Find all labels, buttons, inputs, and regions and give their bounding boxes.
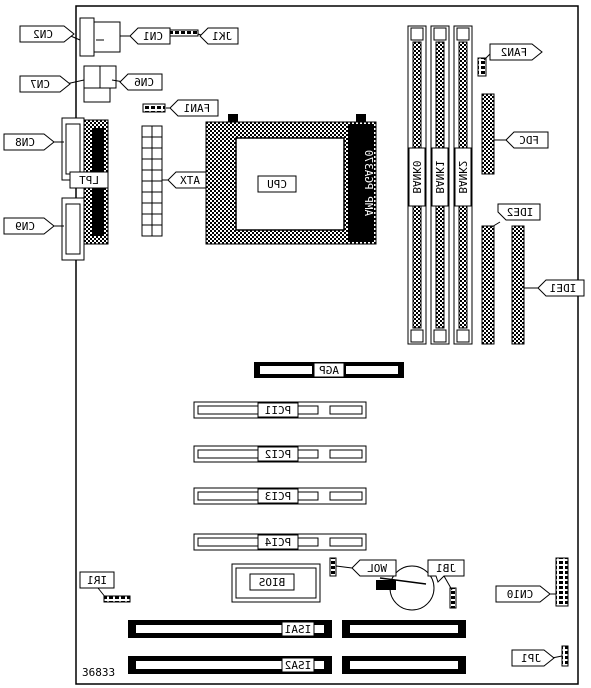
fdc-connector: [481, 93, 495, 175]
cn10-label: CN10: [507, 588, 534, 601]
bios-label-box: BIOS: [249, 573, 295, 591]
jk1-label-box: JK1: [199, 27, 239, 45]
wol-label-box: WOL: [351, 559, 397, 577]
agp-label-box: AGP: [313, 362, 345, 378]
isa1-label-box: ISA1: [281, 621, 315, 637]
atx-label-box: ATX: [167, 171, 207, 189]
fan2-header: [477, 57, 487, 77]
isa-slot-2: [128, 656, 466, 674]
pci4-label-box: PCI4: [257, 534, 299, 550]
ir1-leader: [97, 587, 107, 599]
isa-slot-1: [128, 620, 466, 638]
bank0-label-box: BANK0: [408, 147, 426, 207]
bank1-label-box: BANK1: [431, 147, 449, 207]
cn10-label-box: CN10: [495, 585, 551, 603]
cn6-label: CN6: [134, 76, 154, 89]
lpt-label: LPT: [79, 174, 99, 187]
isa1-label: ISA1: [285, 623, 312, 636]
bank2-label: BANK2: [456, 160, 469, 193]
bank1-label: BANK1: [433, 160, 446, 193]
cn8-label-box: CN8: [3, 133, 55, 151]
ir1-label-box: IR1: [79, 571, 115, 589]
pci4-label: PCI4: [264, 536, 291, 549]
isa2-label-box: ISA2: [281, 657, 315, 673]
bios-label: BIOS: [259, 576, 286, 589]
ide1-connector: [511, 225, 525, 345]
wol-leader: [335, 565, 353, 569]
cn2-label-box: CN2: [19, 25, 75, 43]
jb1-jumper: [449, 587, 457, 609]
wol-header: [329, 557, 337, 577]
fdc-label-box: FDC: [505, 131, 549, 149]
lpt-label-box: LPT: [69, 171, 109, 189]
fan1-header: [142, 103, 166, 113]
cn8-label: CN8: [15, 136, 35, 149]
cn7-label: CN7: [30, 78, 50, 91]
pci3-label: PCI3: [265, 490, 292, 503]
ide2-label: IDE2: [507, 206, 534, 219]
jk1-label: JK1: [212, 30, 232, 43]
ide2-connector: [481, 225, 495, 345]
cn2-label: CN2: [33, 28, 53, 41]
cn9-label-box: CN9: [3, 217, 55, 235]
jp1-label: JP1: [521, 652, 541, 665]
jp1-label-box: JP1: [511, 649, 555, 667]
isa2-label: ISA2: [285, 659, 312, 672]
cn1-label: CN1: [143, 30, 163, 43]
fan1-label: FAN1: [184, 102, 211, 115]
fdc-label: FDC: [519, 134, 539, 147]
cpu-label: CPU: [267, 178, 287, 191]
pci1-label-box: PCI1: [257, 402, 299, 418]
cpu-label-box: CPU: [257, 175, 297, 193]
cn10-header: [555, 557, 569, 607]
bank2-label-box: BANK2: [454, 147, 472, 207]
socket-label: AMP PGA370: [362, 150, 375, 216]
jb1-label-box: JB1: [427, 559, 465, 583]
pci3-label-box: PCI3: [257, 488, 299, 504]
cn9-label: CN9: [15, 220, 35, 233]
atx-power-connector: [141, 125, 163, 237]
part-number: 36833: [82, 666, 115, 679]
jb1-label: JB1: [436, 562, 456, 575]
cn9-serial-port: [61, 197, 85, 261]
pci2-label: PCI2: [265, 448, 292, 461]
pci2-label-box: PCI2: [257, 446, 299, 462]
cn1-connector: [79, 17, 121, 57]
ir1-label: IR1: [87, 574, 107, 587]
agp-label: AGP: [319, 364, 339, 377]
cn6-connector: [83, 65, 117, 103]
ide1-label-box: IDE1: [537, 279, 585, 297]
ide2-leader: [489, 221, 501, 229]
battery: [376, 565, 435, 611]
ir1-header: [103, 595, 131, 603]
cn1-label-box: CN1: [129, 27, 171, 45]
fan2-label-box: FAN2: [489, 43, 543, 61]
cn7-label-box: CN7: [19, 75, 71, 93]
cn8-serial-port: [61, 117, 85, 181]
jk1-jumper: [169, 29, 199, 37]
jp1-jumper: [561, 645, 569, 667]
bank0-label: BANK0: [410, 160, 423, 193]
wol-label: WOL: [367, 562, 387, 575]
jb1-leader: [443, 575, 453, 591]
ide1-label: IDE1: [550, 282, 577, 295]
fan2-label: FAN2: [501, 46, 528, 59]
pci1-label: PCI1: [265, 404, 292, 417]
ide2-label-box: IDE2: [497, 203, 541, 221]
fan1-label-box: FAN1: [169, 99, 219, 117]
cn6-label-box: CN6: [119, 73, 163, 91]
atx-label: ATX: [180, 174, 200, 187]
